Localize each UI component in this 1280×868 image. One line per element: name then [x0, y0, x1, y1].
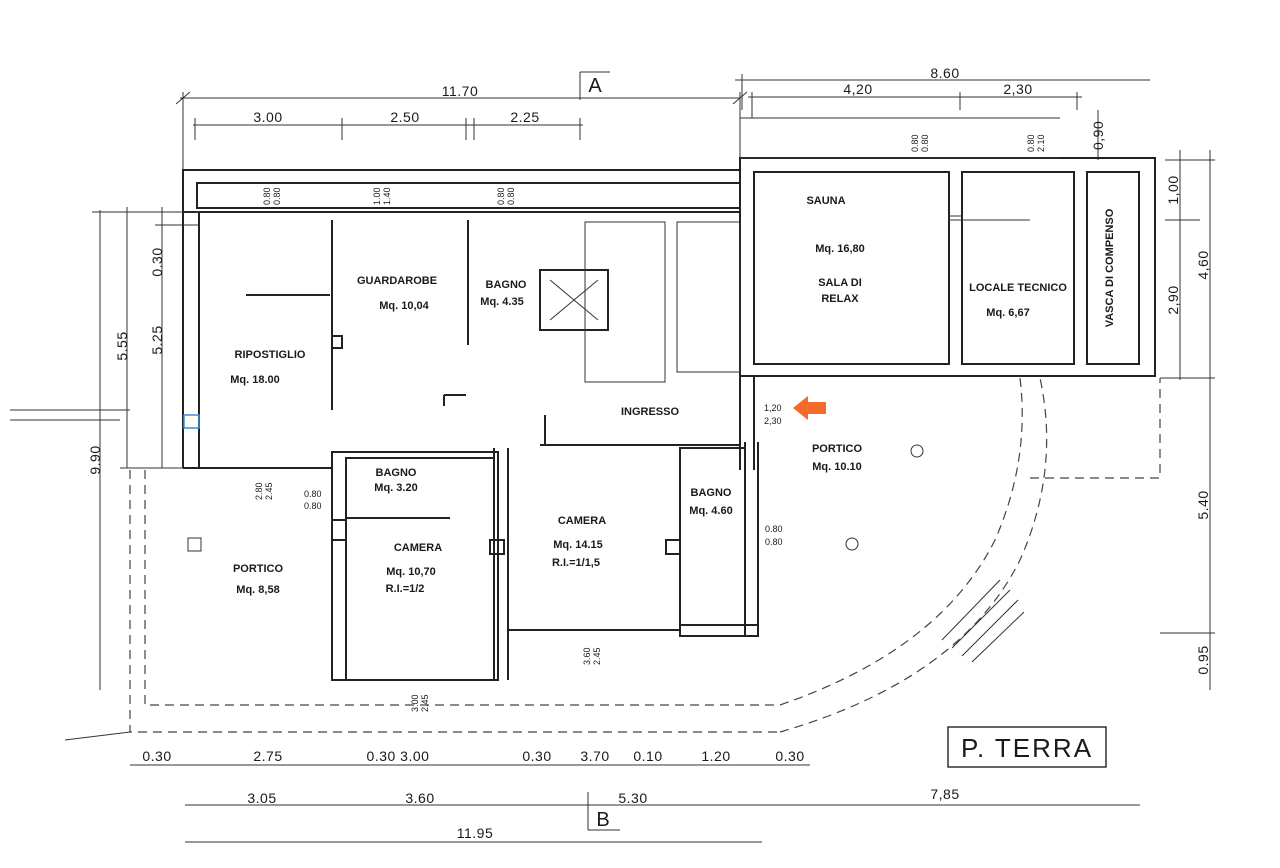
room-ripostiglio-area: Mq. 18.00: [230, 374, 280, 386]
left-dim-1: 0.30: [149, 247, 165, 276]
svg-text:3.70: 3.70: [580, 748, 609, 764]
svg-text:0.80: 0.80: [765, 537, 783, 547]
svg-text:7,85: 7,85: [930, 786, 959, 802]
room-portico-left-area: Mq. 8,58: [236, 584, 279, 596]
walls: [10, 117, 1161, 741]
svg-text:0.30: 0.30: [775, 748, 804, 764]
right-dim-1: 1,00: [1165, 175, 1181, 204]
entry-arrow-icon: [793, 396, 826, 420]
room-portico-right-name: PORTICO: [812, 443, 863, 455]
right-dim-3: 4,60: [1195, 250, 1211, 279]
dim-d2: 2.50: [390, 109, 419, 125]
title-box: [947, 726, 1107, 768]
room-camera1-name: CAMERA: [394, 542, 442, 554]
bottom-total: 11.95: [457, 825, 494, 841]
section-a-label: A: [588, 75, 602, 97]
room-guardaroba-area: Mq. 10,04: [379, 300, 429, 312]
room-sauna-sub2: RELAX: [821, 293, 859, 305]
right-dim-4: 5.40: [1195, 490, 1211, 519]
dim-d3: 2.25: [510, 109, 539, 125]
svg-text:5.30: 5.30: [618, 790, 647, 806]
svg-text:0.80: 0.80: [910, 134, 920, 152]
svg-text:3.05: 3.05: [247, 790, 276, 806]
svg-text:3.00: 3.00: [410, 694, 420, 712]
svg-text:1.00: 1.00: [372, 187, 382, 205]
svg-text:2.80: 2.80: [254, 482, 264, 500]
room-vasca-name: VASCA DI COMPENSO: [1104, 208, 1116, 327]
svg-text:0.80: 0.80: [506, 187, 516, 205]
room-bagno2-area: Mq. 3.20: [374, 482, 417, 494]
right-dim-5: 0.95: [1195, 645, 1211, 674]
bottom-dimensions: 0.30 2.75 0.30 3.00 0.30 3.70 0.10 1.20 …: [130, 748, 1140, 843]
svg-text:0.80: 0.80: [304, 501, 322, 511]
svg-text:0.80: 0.80: [765, 524, 783, 534]
room-bagno2-name: BAGNO: [376, 467, 417, 479]
svg-text:0.30 3.00: 0.30 3.00: [367, 748, 430, 764]
svg-text:2.45: 2.45: [420, 694, 430, 712]
room-camera1-area: Mq. 10,70: [386, 566, 436, 578]
room-portico-right-area: Mq. 10.10: [812, 461, 862, 473]
dim-total-left: 11.70: [442, 83, 479, 99]
room-ingresso-name: INGRESSO: [621, 406, 680, 418]
room-camera2-name: CAMERA: [558, 515, 606, 527]
svg-text:3.60: 3.60: [405, 790, 434, 806]
top-dimensions: 11.70 3.00 2.50 2.25 A 8.60 4,20 2,30 0,…: [175, 65, 1150, 170]
room-portico-left-name: PORTICO: [233, 563, 284, 575]
left-dimensions: 0.30 5.25 5.55 9.90: [87, 207, 200, 690]
room-ripostiglio-name: RIPOSTIGLIO: [235, 349, 306, 361]
svg-text:0.10: 0.10: [633, 748, 662, 764]
room-camera2-ri: R.I.=1/1,5: [552, 557, 600, 569]
dim-total-right: 8.60: [930, 65, 959, 81]
svg-text:0.80: 0.80: [304, 489, 322, 499]
opening-labels: 0.80 0.80 1.00 1.40 0.80 0.80 0.80 0.80 …: [254, 134, 1046, 712]
svg-text:3.60: 3.60: [582, 647, 592, 665]
room-locale-area: Mq. 6,67: [986, 307, 1029, 319]
room-bagno3-area: Mq. 4.60: [689, 505, 732, 517]
svg-text:0.80: 0.80: [496, 187, 506, 205]
svg-text:2,30: 2,30: [764, 416, 782, 426]
room-camera2-area: Mq. 14.15: [553, 539, 603, 551]
room-bagno3-name: BAGNO: [691, 487, 732, 499]
section-b-label: B: [596, 809, 609, 831]
left-dim-4: 9.90: [87, 445, 103, 474]
svg-text:1,20: 1,20: [764, 403, 782, 413]
room-bagno1-area: Mq. 4.35: [480, 296, 523, 308]
svg-text:0.80: 0.80: [1026, 134, 1036, 152]
room-sauna-area: Mq. 16,80: [815, 243, 865, 255]
room-guardaroba-name: GUARDAROBE: [357, 275, 437, 287]
room-sauna-name: SAUNA: [806, 195, 845, 207]
dim-d5: 2,30: [1003, 81, 1032, 97]
svg-text:0.80: 0.80: [272, 187, 282, 205]
room-bagno1-name: BAGNO: [486, 279, 527, 291]
svg-text:0.80: 0.80: [262, 187, 272, 205]
dim-d1: 3.00: [253, 109, 282, 125]
svg-text:1.40: 1.40: [382, 187, 392, 205]
plan-title: P. TERRA: [961, 733, 1093, 763]
dim-d6: 0,90: [1090, 121, 1106, 150]
room-camera1-ri: R.I.=1/2: [386, 583, 425, 595]
top-stair-hatch: [740, 117, 1060, 159]
svg-text:0.30: 0.30: [142, 748, 171, 764]
svg-text:2.75: 2.75: [253, 748, 282, 764]
room-sauna-sub1: SALA DI: [818, 277, 862, 289]
left-dim-3: 5.55: [114, 331, 130, 360]
bottom-right-stair: [941, 579, 1025, 663]
svg-text:0.80: 0.80: [920, 134, 930, 152]
room-labels: RIPOSTIGLIO Mq. 18.00 GUARDAROBE Mq. 10,…: [230, 195, 1116, 596]
right-dimensions: 1,00 2,90 4,60 5.40 0.95: [1160, 150, 1215, 690]
svg-text:2.45: 2.45: [264, 482, 274, 500]
svg-text:2.45: 2.45: [592, 647, 602, 665]
svg-text:1.20: 1.20: [701, 748, 730, 764]
dim-d4: 4,20: [843, 81, 872, 97]
svg-text:0.30: 0.30: [522, 748, 551, 764]
svg-text:2.10: 2.10: [1036, 134, 1046, 152]
left-dim-2: 5.25: [149, 325, 165, 354]
room-locale-name: LOCALE TECNICO: [969, 282, 1067, 294]
right-dim-2: 2,90: [1165, 285, 1181, 314]
